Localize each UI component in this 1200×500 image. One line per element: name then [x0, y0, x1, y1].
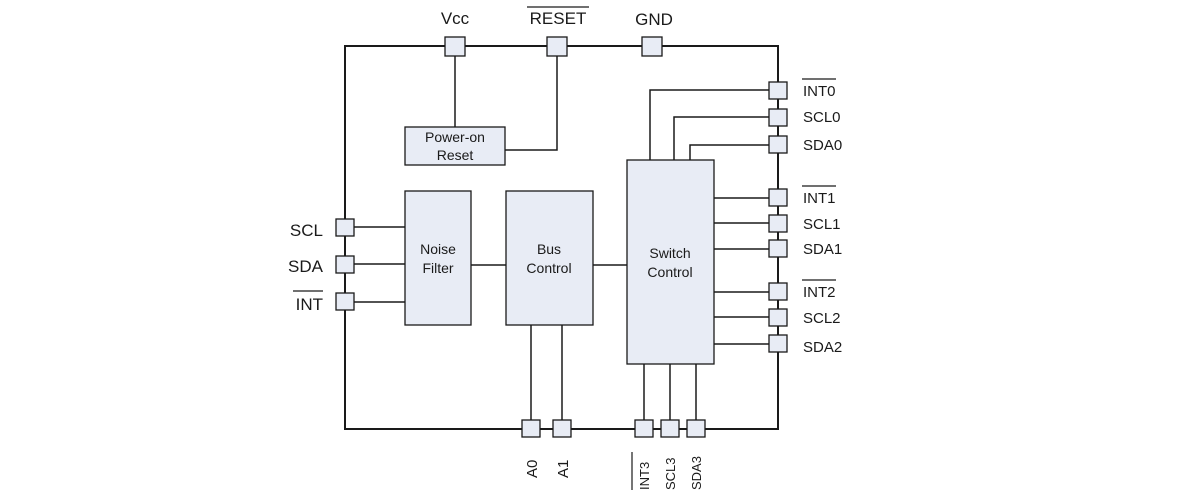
reset-label: RESET: [530, 9, 587, 28]
noise-filter-label-line1: Noise: [420, 241, 456, 257]
power-on-reset-label-line2: Reset: [437, 147, 474, 163]
pin-sda2: [768, 334, 788, 353]
noise-filter-block: Noise Filter: [404, 190, 472, 326]
gnd-label: GND: [635, 10, 673, 29]
pin-vcc: [444, 36, 466, 57]
pin-scl2: [768, 308, 788, 327]
scl-label: SCL: [290, 221, 323, 240]
switch-control-label-line1: Switch: [649, 245, 690, 261]
pin-scl0: [768, 108, 788, 127]
pin-scl: [335, 218, 355, 237]
int0-label: INT0: [803, 83, 836, 100]
pin-int3: [634, 419, 654, 438]
a0-label: A0: [524, 460, 541, 478]
pin-gnd: [641, 36, 663, 57]
pin-int: [335, 292, 355, 311]
pin-int2: [768, 282, 788, 301]
sda1-label: SDA1: [803, 241, 842, 258]
pin-scl1: [768, 214, 788, 233]
sda0-label: SDA0: [803, 137, 842, 154]
pin-sda: [335, 255, 355, 274]
pin-scl3: [660, 419, 680, 438]
int1-label: INT1: [803, 190, 836, 207]
switch-control-label-line2: Control: [647, 264, 692, 280]
sda-label: SDA: [288, 257, 324, 276]
scl0-label: SCL0: [803, 109, 841, 126]
bus-control-block: Bus Control: [505, 190, 594, 326]
pin-a1: [552, 419, 572, 438]
scl2-label: SCL2: [803, 310, 841, 327]
int2-label: INT2: [803, 284, 836, 301]
vcc-label: Vcc: [441, 9, 470, 28]
switch-control-block: Switch Control: [626, 159, 715, 365]
pin-reset: [546, 36, 568, 57]
pin-int1: [768, 188, 788, 207]
bus-control-label-line2: Control: [526, 260, 571, 276]
int-label: INT: [296, 295, 323, 314]
sda3-label: SDA3: [689, 456, 704, 490]
pin-sda3: [686, 419, 706, 438]
a1-label: A1: [555, 460, 572, 478]
pin-int0: [768, 81, 788, 100]
pin-sda1: [768, 239, 788, 258]
wires: [354, 56, 769, 420]
pin-sda0: [768, 135, 788, 154]
scl1-label: SCL1: [803, 216, 841, 233]
power-on-reset-block: Power-on Reset: [404, 126, 506, 166]
noise-filter-label-line2: Filter: [422, 260, 453, 276]
sda2-label: SDA2: [803, 339, 842, 356]
scl3-label: SCL3: [663, 457, 678, 490]
pin-a0: [521, 419, 541, 438]
power-on-reset-label-line1: Power-on: [425, 129, 485, 145]
bus-control-label-line1: Bus: [537, 241, 561, 257]
int3-label: INT3: [637, 462, 652, 490]
